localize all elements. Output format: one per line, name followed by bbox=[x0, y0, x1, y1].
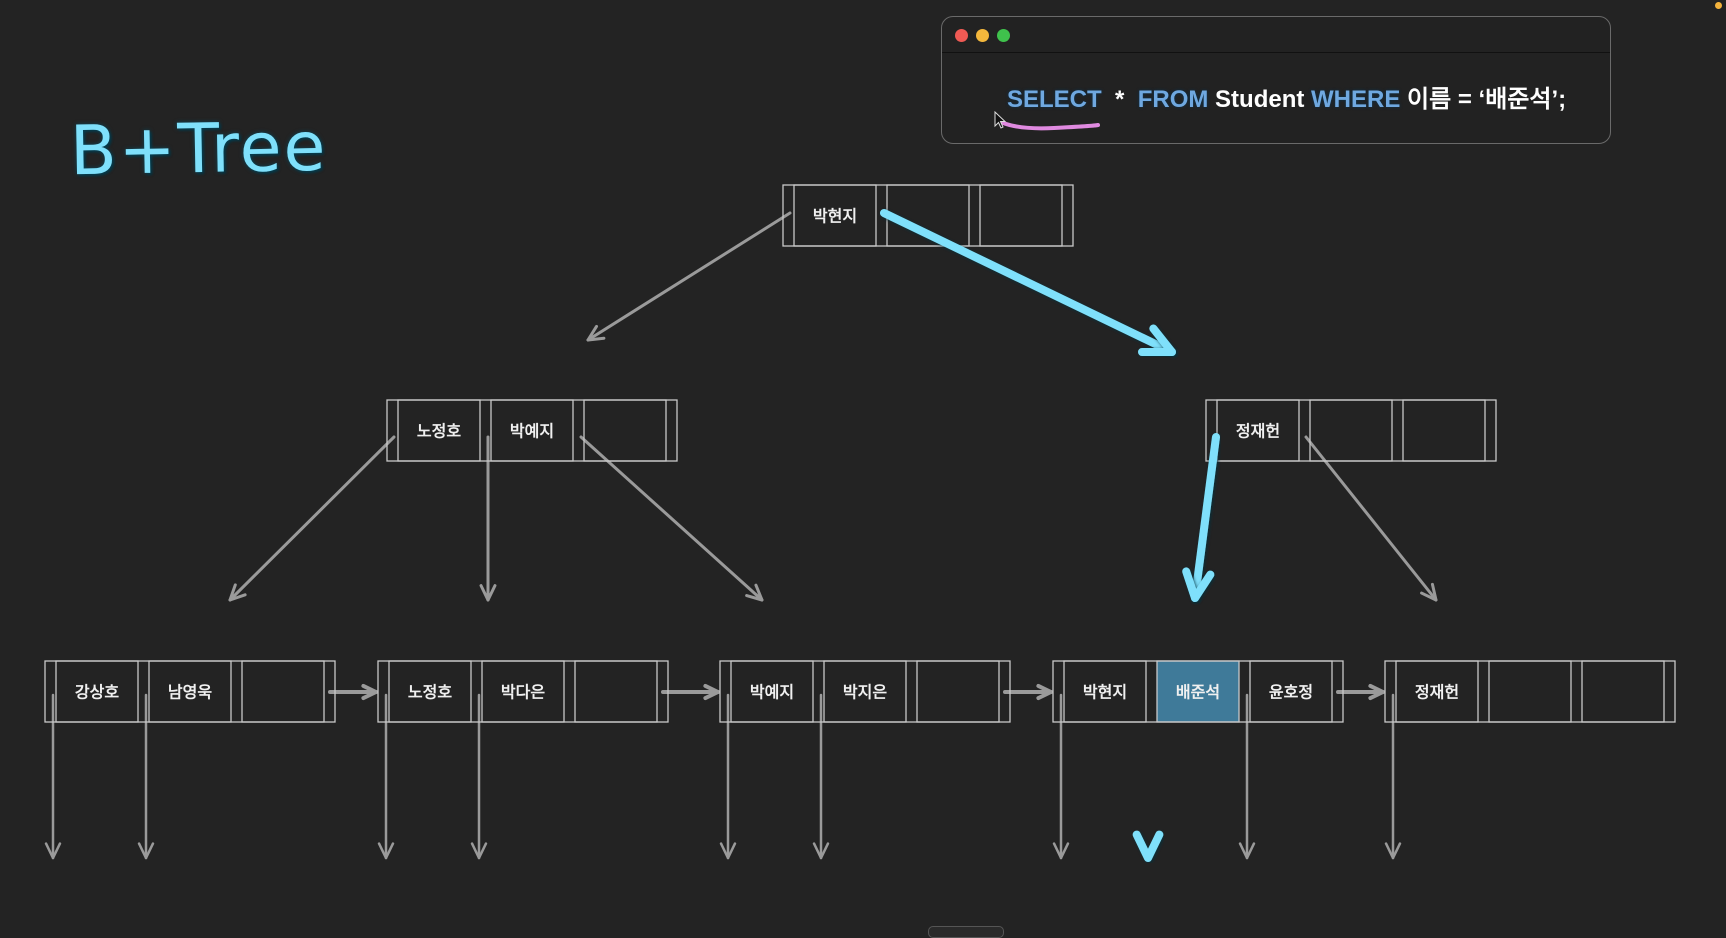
leaf-node: 정재헌 bbox=[1384, 660, 1676, 723]
node-border bbox=[386, 399, 678, 462]
key-label: 노정호 bbox=[408, 683, 452, 702]
maximize-button[interactable] bbox=[997, 29, 1010, 42]
record-pointer-arrow bbox=[812, 693, 830, 860]
key-label: 배준석 bbox=[1176, 683, 1220, 702]
highlighted-key-cell bbox=[1157, 661, 1239, 722]
node-border bbox=[377, 660, 669, 723]
node-border bbox=[782, 184, 1074, 247]
key-label: 정재헌 bbox=[1236, 422, 1280, 441]
internal-node: 정재헌 bbox=[1205, 399, 1497, 462]
key-label: 박예지 bbox=[510, 422, 554, 441]
node-border bbox=[719, 660, 1011, 723]
sql-keyword: WHERE bbox=[1311, 86, 1401, 113]
bottom-handle[interactable] bbox=[928, 926, 1004, 938]
sql-text: Student bbox=[1208, 86, 1312, 113]
leaf-node: 노정호 박다은 bbox=[377, 660, 669, 723]
close-button[interactable] bbox=[955, 29, 968, 42]
leaf-sibling-arrow bbox=[1336, 683, 1385, 701]
diagram-title: B+Tree bbox=[69, 107, 328, 192]
key-cell bbox=[979, 184, 1063, 247]
node-border bbox=[44, 660, 336, 723]
key-cell bbox=[574, 660, 658, 723]
child-pointer-edge bbox=[479, 435, 497, 602]
record-pointer-arrow bbox=[377, 693, 395, 860]
record-pointer-arrow bbox=[1384, 693, 1402, 860]
sql-query: SELECT * FROM Student WHERE 이름 = ‘배준석’; bbox=[1007, 79, 1566, 114]
search-path-arrow bbox=[880, 209, 1176, 357]
root-node: 박현지 bbox=[782, 184, 1074, 247]
node-border bbox=[1384, 660, 1676, 723]
window-titlebar bbox=[942, 17, 1610, 53]
search-result-arrow bbox=[1132, 691, 1164, 862]
record-pointer-arrow bbox=[470, 693, 488, 860]
annotation-underline bbox=[995, 118, 1100, 131]
record-pointer-arrow bbox=[1052, 693, 1070, 860]
child-pointer-edge bbox=[1304, 435, 1438, 602]
search-path-arrow bbox=[1182, 433, 1220, 602]
code-window: SELECT * FROM Student WHERE 이름 = ‘배준석’; bbox=[941, 16, 1611, 144]
record-pointer-arrow bbox=[719, 693, 737, 860]
record-pointer-arrow bbox=[1238, 693, 1256, 860]
key-label: 박현지 bbox=[813, 207, 857, 226]
key-label: 박지은 bbox=[843, 683, 887, 702]
key-label: 박다은 bbox=[501, 683, 545, 702]
internal-node: 노정호 박예지 bbox=[386, 399, 678, 462]
key-label: 정재헌 bbox=[1415, 683, 1459, 702]
sql-text: 이름 = ‘배준석’; bbox=[1400, 86, 1567, 113]
node-border bbox=[1205, 399, 1497, 462]
key-cell bbox=[1309, 399, 1393, 462]
leaf-node: 박현지 배준석 윤호정 bbox=[1052, 660, 1344, 723]
key-cell bbox=[916, 660, 1000, 723]
sql-keyword: SELECT bbox=[1007, 86, 1102, 113]
key-label: 박현지 bbox=[1083, 683, 1127, 702]
leaf-node: 박예지 박지은 bbox=[719, 660, 1011, 723]
key-label: 노정호 bbox=[417, 422, 461, 441]
status-indicator bbox=[1715, 2, 1722, 9]
record-pointer-arrow bbox=[44, 693, 62, 860]
leaf-node: 강상호 남영욱 bbox=[44, 660, 336, 723]
child-pointer-edge bbox=[579, 435, 764, 602]
sql-keyword: FROM bbox=[1137, 86, 1209, 113]
root-left-edge bbox=[586, 211, 792, 342]
key-cell bbox=[1488, 660, 1572, 723]
child-pointer-edge bbox=[228, 435, 396, 602]
leaf-sibling-arrow bbox=[661, 683, 720, 701]
key-label: 강상호 bbox=[75, 683, 119, 702]
minimize-button[interactable] bbox=[976, 29, 989, 42]
key-label: 박예지 bbox=[750, 683, 794, 702]
key-label: 윤호정 bbox=[1269, 683, 1313, 702]
node-border bbox=[1052, 660, 1344, 723]
leaf-sibling-arrow bbox=[328, 683, 378, 701]
key-cell bbox=[1581, 660, 1665, 723]
sql-text: * bbox=[1101, 86, 1138, 113]
key-cell bbox=[241, 660, 325, 723]
record-pointer-arrow bbox=[137, 693, 155, 860]
key-cell bbox=[1402, 399, 1486, 462]
leaf-sibling-arrow bbox=[1003, 683, 1053, 701]
mouse-cursor-icon bbox=[994, 111, 1007, 129]
key-label: 남영욱 bbox=[168, 683, 212, 702]
